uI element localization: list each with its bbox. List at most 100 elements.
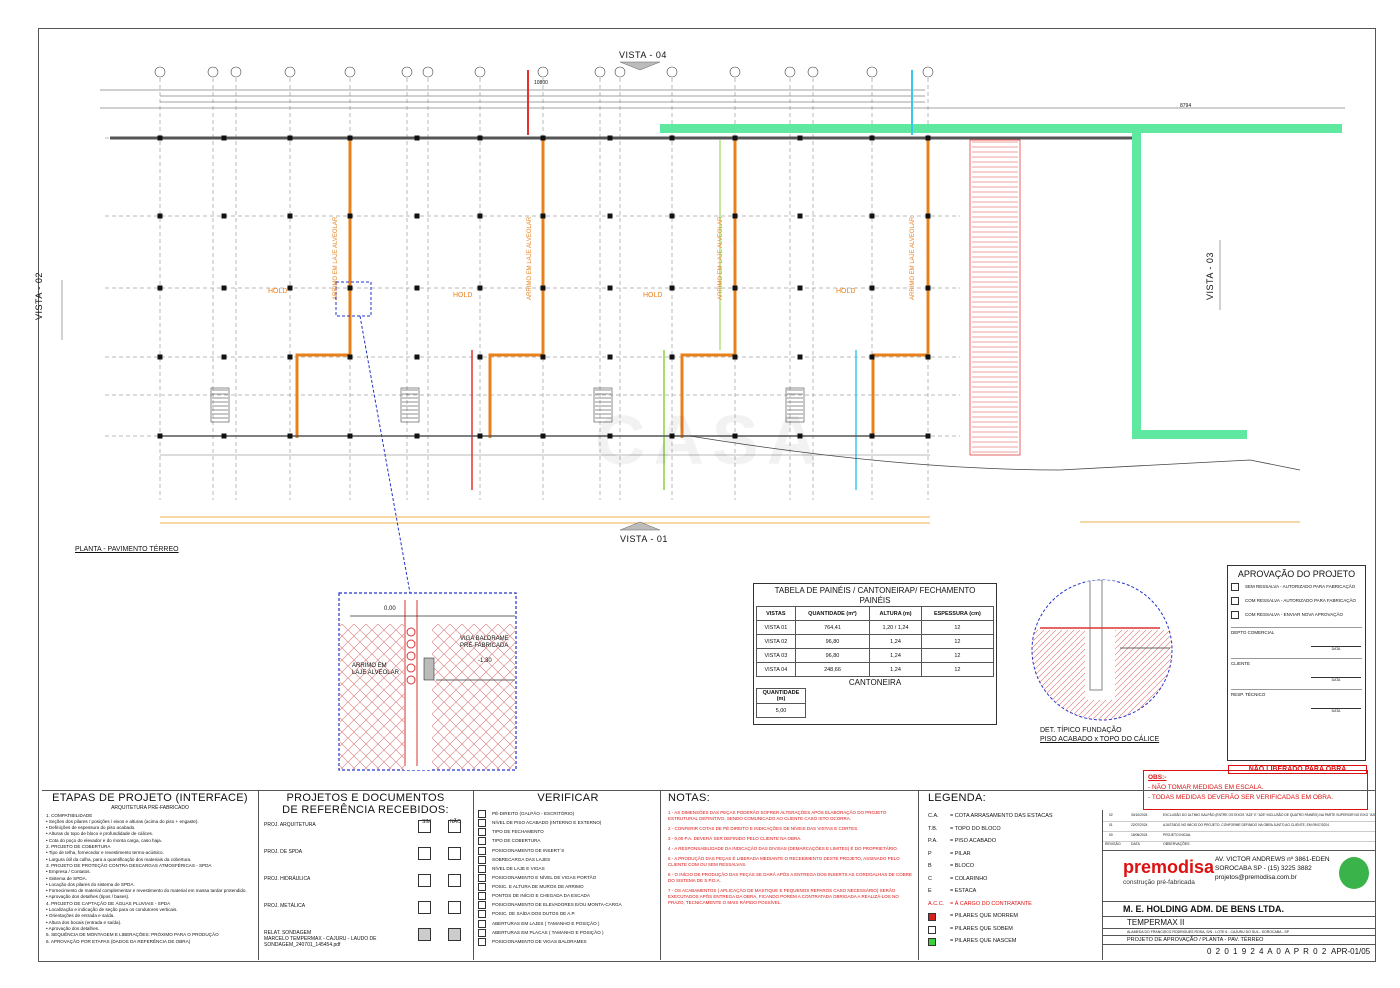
verify-item[interactable]: NÍVEL DE LAJE E VIGAS (478, 864, 658, 874)
verify-item[interactable]: POSIC. DE SAÍDA DOS DUTOS DE A.P. (478, 910, 658, 919)
pillar-marker (797, 213, 803, 219)
checkbox[interactable] (478, 937, 486, 946)
checkbox[interactable] (1231, 597, 1239, 605)
rev-number: 02 (1109, 813, 1113, 817)
col-header: QUANTIDADE (m²) (794, 606, 871, 621)
rev-number: 01 (1109, 823, 1113, 827)
pillar-marker (925, 354, 931, 360)
axis-marker (344, 66, 356, 78)
sim-checkbox[interactable] (418, 901, 431, 914)
etapa-item: • Locação dos pilares do sistema de SPDA… (46, 881, 135, 887)
verify-item[interactable]: POSICIONAMENTO E NÍVEL DE VIGAS PORTÃO (478, 873, 658, 883)
rev-date: 22/07/2024 (1131, 823, 1148, 827)
pillar-marker (797, 285, 803, 291)
verify-item[interactable]: SOBRECARGA DAS LAJES (478, 855, 658, 865)
nao-checkbox[interactable] (448, 847, 461, 860)
panels-table-title: TABELA DE PAINÉIS / CANTONEIRAP/ FECHAME… (774, 586, 976, 595)
verify-item[interactable]: POSICIONAMENTO DE ELEVADORES E/OU MONTA-… (478, 901, 658, 910)
verify-item[interactable]: POSIC. E ALTURA DE MUROS DE ARRIMO (478, 883, 658, 892)
sim-checkbox[interactable] (418, 928, 431, 941)
verify-item[interactable]: TIPO DE FECHAMENTO (478, 828, 658, 837)
checkbox[interactable] (478, 846, 486, 855)
note-item: 6 - O INÍCIO DE PRODUÇÃO DAS PEÇAS SE DA… (668, 872, 912, 883)
pillar-marker (732, 433, 738, 439)
legend-abbr: P.A. (928, 838, 938, 844)
note-item: 4 - A RESPONSABILIDADE DA INDICAÇÃO DAS … (668, 846, 899, 851)
cell: 248,66 (794, 662, 871, 677)
checkbox[interactable] (478, 883, 486, 891)
pillar-marker (925, 135, 931, 141)
obra-name: TEMPERMAX II (1103, 917, 1375, 929)
checkbox[interactable] (1231, 583, 1239, 591)
verify-item[interactable]: POSICIONAMENTO DE VIGAS BALDRAMES (478, 937, 658, 947)
doc-label: PROJ. DE SPDA (264, 849, 303, 855)
notes-title: NOTAS: (668, 792, 710, 804)
approval-option[interactable]: COM RESSALVA - AUTORIZADO PARA FABRICAÇÃ… (1231, 597, 1362, 605)
pillar-marker (869, 213, 875, 219)
sim-checkbox[interactable] (418, 820, 431, 833)
verify-item[interactable]: PÉ-DIREITO (GALPÃO - ESCRITÓRIO) (478, 810, 658, 819)
stair-icon (785, 387, 805, 423)
checkbox[interactable] (478, 837, 486, 846)
axis-marker (922, 66, 934, 78)
etapa-item: • Localização e indicação de seção para … (46, 907, 178, 913)
cant-header: QUANTIDADE (m) (756, 688, 806, 704)
axis-marker (284, 66, 296, 78)
checkbox[interactable] (478, 910, 486, 919)
approval-box: APROVAÇÃO DO PROJETO SEM RESSALVA - AUTO… (1227, 565, 1367, 774)
note-item: 1 - AS DIMENSÕES DAS PEÇAS PODERÃO SOFRE… (668, 810, 887, 821)
pillar-marker (221, 285, 227, 291)
sim-checkbox[interactable] (418, 847, 431, 860)
arrimo-label-2: ARRIMO EM LAJE ALVEOLAR (527, 216, 533, 300)
legend-desc: = PILARES QUE NASCEM (950, 938, 1017, 944)
verify-item[interactable]: ABERTURAS EM PLACAS ( TAMANHO E POSIÇÃO … (478, 928, 658, 938)
foundation-subtitle: PISO ACABADO x TOPO DO CÁLICE (1040, 736, 1160, 743)
approval-option[interactable]: SEM RESSALVA - AUTORIZADO PARA FABRICAÇÃ… (1231, 583, 1362, 591)
nao-checkbox[interactable] (448, 820, 461, 833)
checkbox[interactable] (478, 864, 486, 873)
verify-label: NÍVEL DE LAJE E VIGAS (492, 865, 545, 871)
checkbox[interactable] (1231, 611, 1239, 619)
checkbox[interactable] (478, 810, 486, 818)
verify-item[interactable]: NÍVEL DE PISO ACABADO (INTERNO E EXTERNO… (478, 819, 658, 828)
pillar-marker (540, 433, 546, 439)
nao-checkbox[interactable] (448, 901, 461, 914)
checkbox[interactable] (478, 819, 486, 828)
checkbox[interactable] (478, 828, 486, 837)
axis-marker (154, 66, 166, 78)
date-line: DATA (1311, 646, 1361, 651)
nao-checkbox[interactable] (448, 928, 461, 941)
verify-item[interactable]: POSICIONAMENTO DE INSERT´S (478, 846, 658, 856)
checkbox[interactable] (478, 928, 486, 937)
checkbox[interactable] (478, 892, 486, 901)
pillar-marker (347, 213, 353, 219)
nao-checkbox[interactable] (448, 874, 461, 887)
pillar-marker (287, 285, 293, 291)
verify-label: POSIC. E ALTURA DE MUROS DE ARRIMO (492, 884, 584, 890)
etapa-item: • Empresa / Contatos. (46, 869, 91, 875)
checkbox[interactable] (478, 901, 486, 910)
section-level-0: 0.00 (384, 606, 396, 612)
stair-icon (210, 387, 230, 423)
vista-03-label: VISTA - 03 (1205, 252, 1215, 300)
pillar-marker (869, 354, 875, 360)
cell: VISTA 01 (756, 620, 796, 635)
checkbox[interactable] (478, 855, 486, 864)
cell: VISTA 02 (756, 634, 796, 649)
checkbox[interactable] (478, 919, 486, 928)
approval-option[interactable]: COM RESSALVA - ENVIAR NOVA APROVAÇÃO (1231, 611, 1362, 619)
pillar-marker (669, 213, 675, 219)
verify-item[interactable]: ABERTURAS EM LAJES ( TAMANHO E POSIÇÃO ) (478, 919, 658, 929)
pillar-marker (607, 433, 613, 439)
verify-item[interactable]: PONTOS DE INÍCIO E CHEGADA DA ESCADA (478, 892, 658, 901)
etapa-item: • Tipo de telha, fornecedor e revestimen… (46, 850, 164, 856)
checkbox[interactable] (478, 873, 486, 882)
sim-checkbox[interactable] (418, 874, 431, 887)
verify-item[interactable]: TIPO DE COBERTURA (478, 837, 658, 846)
pillar-marker (347, 433, 353, 439)
etapa-item: • Fornecimento de material complementar … (46, 888, 247, 894)
pillar-marker (797, 354, 803, 360)
